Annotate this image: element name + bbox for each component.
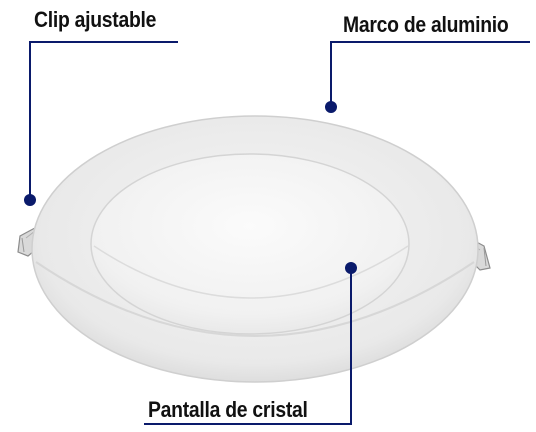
glass-panel [90, 153, 410, 335]
leader-dot-frame [325, 101, 337, 113]
glass-callout-label: Pantalla de cristal [148, 397, 308, 422]
leader-clip [29, 41, 178, 200]
leader-glass [144, 268, 352, 425]
leader-dot-clip [24, 194, 36, 206]
leader-dot-glass [345, 262, 357, 274]
clip-callout-label: Clip ajustable [34, 7, 157, 32]
leader-frame [330, 41, 530, 107]
frame-callout-label: Marco de aluminio [343, 12, 509, 37]
